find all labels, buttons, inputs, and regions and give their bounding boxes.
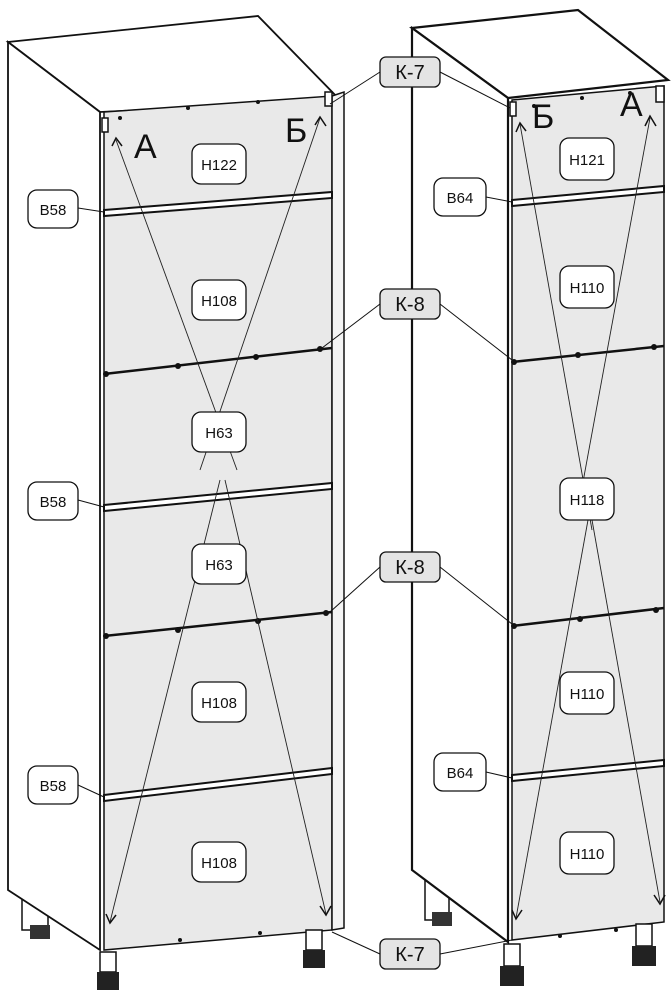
right-cabinet-screws: [511, 91, 659, 938]
svg-text:К-7: К-7: [395, 944, 424, 966]
panel-label: Н118: [559, 477, 615, 521]
right-cabinet-diagonals: [515, 117, 661, 919]
svg-text:Н108: Н108: [201, 855, 237, 872]
svg-text:В58: В58: [40, 778, 67, 795]
panel-label: Н108: [191, 681, 247, 723]
left-cabinet-back-panel: [103, 95, 333, 951]
right-cabinet-side-panel: [410, 25, 510, 945]
panel-label: Н63: [191, 411, 247, 453]
panel-label: Н121: [559, 137, 615, 181]
svg-text:Н110: Н110: [570, 686, 605, 703]
side-label: В58: [27, 481, 79, 521]
left-corner-label-a: А: [134, 128, 157, 166]
left-cabinet-crossbars: [103, 346, 333, 638]
right-cabinet-arrowheads: [511, 114, 666, 921]
left-corner-label-b: Б: [285, 112, 307, 150]
callout-k7-top: К-7: [379, 56, 441, 88]
svg-text:В58: В58: [40, 202, 67, 219]
left-back-panel-labels: Н122 Н108 Н63 Н63 Н108 Н108: [191, 143, 247, 883]
svg-text:В64: В64: [447, 190, 474, 207]
panel-label: Н110: [559, 671, 615, 715]
side-label: В58: [27, 765, 79, 805]
svg-text:К-8: К-8: [395, 294, 424, 316]
panel-label: Н108: [191, 279, 247, 321]
left-cabinet-arrowheads: [105, 115, 332, 925]
side-label: В64: [433, 752, 487, 792]
svg-text:К-8: К-8: [395, 557, 424, 579]
left-cabinet-screws: [103, 100, 329, 942]
callout-k8-upper: К-8: [379, 288, 441, 320]
right-cabinet-crossbars: [511, 344, 665, 628]
left-cabinet-shelves: [103, 190, 333, 803]
right-cabinet-corner-brackets: [509, 85, 665, 117]
svg-text:Н110: Н110: [570, 280, 605, 297]
svg-text:Н122: Н122: [201, 157, 237, 174]
panel-label: Н108: [191, 841, 247, 883]
svg-text:В64: В64: [447, 765, 474, 782]
callout-k8-lower: К-8: [379, 551, 441, 583]
left-cabinet-corner-brackets: [101, 91, 333, 133]
right-side-labels: В64 В64: [433, 177, 487, 792]
left-cabinet-front-edge: [331, 90, 345, 931]
svg-text:Н63: Н63: [205, 557, 233, 574]
right-corner-label-b: Б: [532, 98, 554, 136]
panel-label: Н122: [191, 143, 247, 185]
svg-text:Н108: Н108: [201, 695, 237, 712]
side-label: В58: [27, 189, 79, 229]
left-side-labels: В58 В58 В58: [27, 189, 79, 805]
panel-label: Н63: [191, 543, 247, 585]
callout-k7-bottom: К-7: [379, 938, 441, 970]
panel-label: Н110: [559, 265, 615, 309]
side-label: В64: [433, 177, 487, 217]
svg-text:В58: В58: [40, 494, 67, 511]
svg-text:Н63: Н63: [205, 425, 233, 442]
left-cabinet: А Б: [5, 15, 345, 990]
panel-label: Н110: [559, 831, 615, 875]
leader-lines: [77, 71, 513, 955]
right-corner-label-a: А: [620, 86, 643, 124]
right-cabinet-legs: [500, 923, 656, 986]
svg-text:Н108: Н108: [201, 293, 237, 310]
left-cabinet-legs: [97, 929, 325, 990]
svg-text:Н118: Н118: [570, 492, 605, 509]
svg-text:К-7: К-7: [395, 62, 424, 84]
svg-text:Н121: Н121: [569, 152, 605, 169]
right-cabinet-shelves: [511, 184, 665, 783]
right-cabinet: Б А: [409, 8, 671, 986]
svg-text:Н110: Н110: [570, 846, 605, 863]
right-back-panel-labels: Н121 Н110 Н118 Н110 Н110: [559, 137, 615, 875]
